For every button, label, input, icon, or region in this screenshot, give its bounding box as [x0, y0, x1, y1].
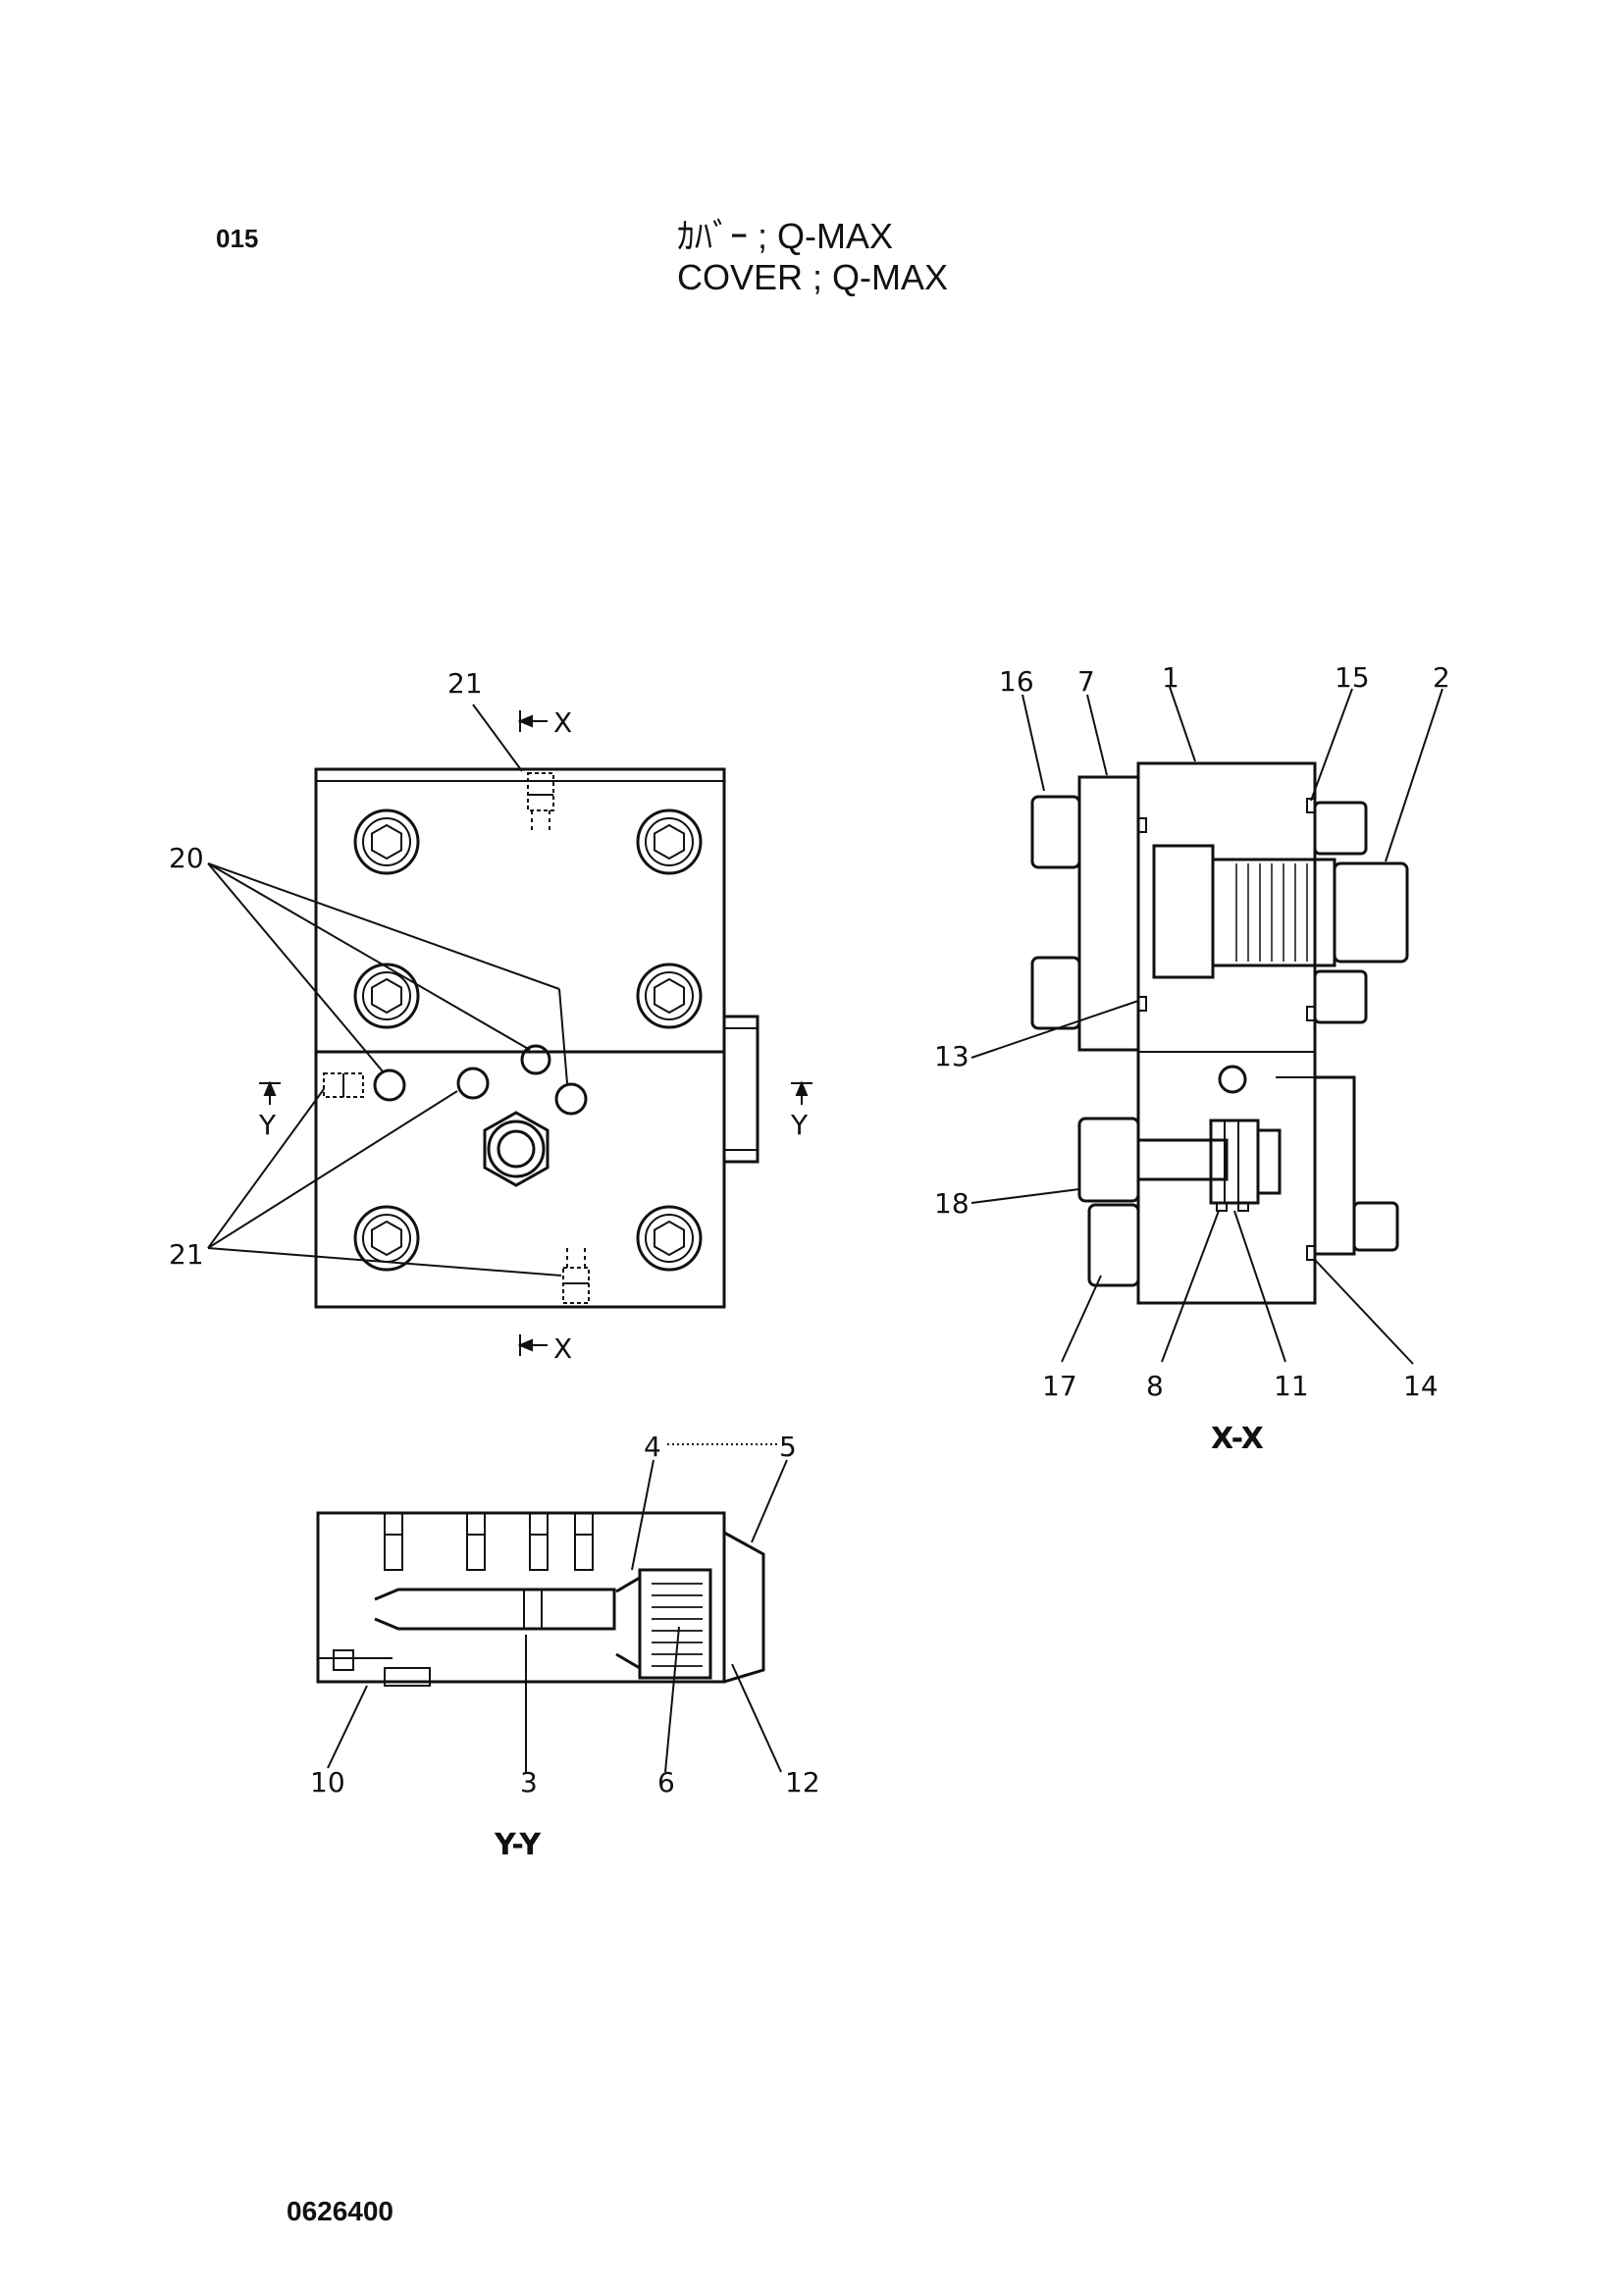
callout-20: 20: [169, 842, 204, 874]
callout-7: 7: [1077, 665, 1095, 698]
bolt-head: [353, 963, 420, 1029]
callout-5: 5: [779, 1431, 797, 1463]
callout-21-bottom: 21: [169, 1238, 204, 1271]
body-hole: [1218, 1065, 1247, 1094]
bolt-head: [636, 1205, 703, 1272]
port-hole: [554, 1082, 588, 1116]
section-label-y-left: Y: [258, 1109, 277, 1141]
bottom-plug: [384, 1667, 431, 1687]
section-mark-x-bottom: [517, 1334, 548, 1356]
callout-11: 11: [1274, 1370, 1309, 1402]
top-view: 21 20 21 X X Y Y: [169, 667, 812, 1365]
spring-assembly: [615, 1568, 712, 1680]
bolt-17: [1087, 1203, 1140, 1287]
bolt-head: [353, 808, 420, 875]
bolt-16-upper: [1030, 795, 1081, 869]
port-hole: [456, 1067, 490, 1100]
callout-16: 16: [999, 665, 1034, 698]
spool: [318, 1588, 616, 1659]
port-hole: [373, 1069, 406, 1102]
caption-y-y: Y-Y: [494, 1828, 542, 1862]
bolt-right-lower: [1352, 1201, 1399, 1252]
plug-2: [1152, 844, 1409, 979]
bolt-head: [353, 1205, 420, 1272]
section-label-x-top: X: [553, 706, 572, 739]
document-code: 0626400: [287, 2196, 394, 2226]
callout-4: 4: [644, 1431, 661, 1463]
section-leader-lines: [327, 1443, 788, 1773]
section-mark-y-left: [259, 1080, 281, 1105]
plug-21-left: [323, 1072, 364, 1098]
callout-13: 13: [934, 1040, 969, 1072]
side-leader-lines: [970, 686, 1443, 1365]
plug-21-bottom: [562, 1248, 590, 1304]
title-english: COVER ; Q-MAX: [677, 257, 949, 297]
right-cover-plate: [1313, 1075, 1356, 1256]
title-japanese: ｶﾊﾞｰ ; Q-MAX: [677, 216, 894, 256]
bolt-16-lower: [1030, 956, 1081, 1030]
cover-plate: [1077, 775, 1140, 1052]
callout-15: 15: [1335, 661, 1370, 694]
valve-assembly: [1077, 1117, 1282, 1212]
plug-21-top: [527, 772, 554, 832]
page-number: 015: [216, 224, 259, 253]
callout-18: 18: [934, 1187, 969, 1220]
section-mark-x-top: [517, 710, 548, 732]
callout-6: 6: [657, 1766, 675, 1799]
port-hole: [520, 1044, 551, 1075]
bolt-head: [636, 963, 703, 1029]
bolt-right-upper: [1313, 801, 1368, 856]
callout-12: 12: [785, 1766, 820, 1799]
callout-3: 3: [520, 1766, 538, 1799]
callout-14: 14: [1403, 1370, 1439, 1402]
callout-17: 17: [1042, 1370, 1077, 1402]
vertical-drillings: [384, 1512, 594, 1571]
section-body: [316, 1511, 726, 1684]
callout-10: 10: [310, 1766, 345, 1799]
side-boss: [722, 1015, 760, 1164]
section-label-x-bottom: X: [553, 1332, 572, 1365]
callout-21-top: 21: [447, 667, 483, 700]
callout-8: 8: [1146, 1370, 1164, 1402]
caption-x-x: X-X: [1211, 1422, 1264, 1456]
bolt-head: [636, 808, 703, 875]
section-view-y-y: 4 5 10 3 6 12 Y-Y: [310, 1431, 820, 1862]
callout-1: 1: [1162, 661, 1179, 694]
section-mark-y-right: [791, 1080, 812, 1105]
callout-2: 2: [1433, 661, 1450, 694]
leader-lines: [207, 704, 568, 1277]
side-view-x-x: 16 7 1 15 2 13 18 17 8 11 14 X-X: [934, 661, 1450, 1456]
bolt-right-middle: [1313, 969, 1368, 1024]
central-fitting: [483, 1111, 550, 1187]
section-label-y-right: Y: [790, 1109, 809, 1141]
section-cap: [723, 1531, 765, 1684]
